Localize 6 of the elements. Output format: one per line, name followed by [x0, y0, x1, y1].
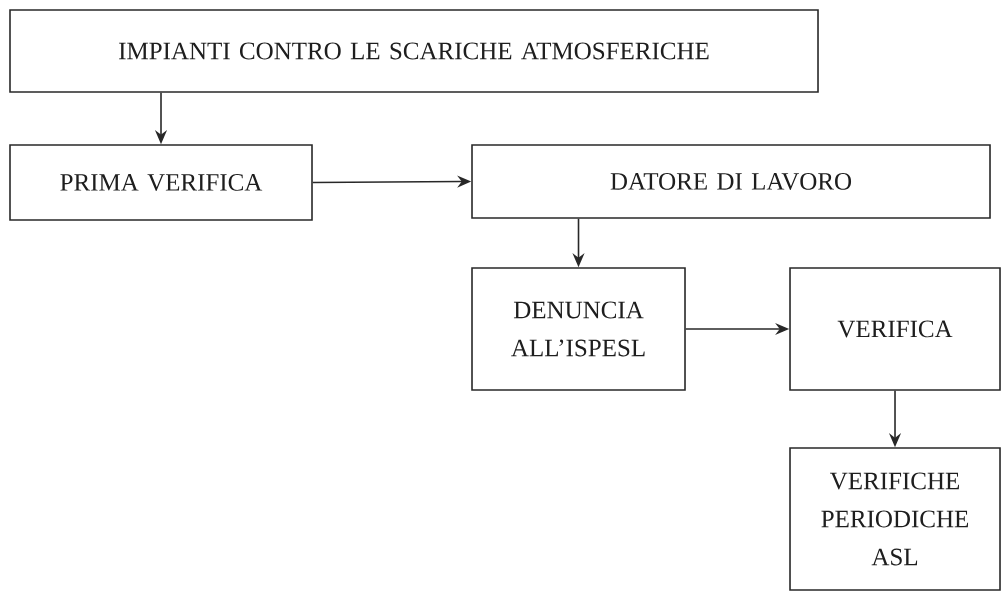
process-box: IMPIANTI CONTRO LE SCARICHE ATMOSFERICHE	[9, 9, 819, 93]
process-box: VERIFICA	[789, 267, 1001, 391]
process-box: PRIMA VERIFICA	[9, 144, 313, 221]
process-box: DATORE DI LAVORO	[471, 144, 991, 219]
process-box: VERIFICHE PERIODICHE ASL	[789, 447, 1001, 591]
process-box: DENUNCIA ALL’ISPESL	[471, 267, 686, 391]
